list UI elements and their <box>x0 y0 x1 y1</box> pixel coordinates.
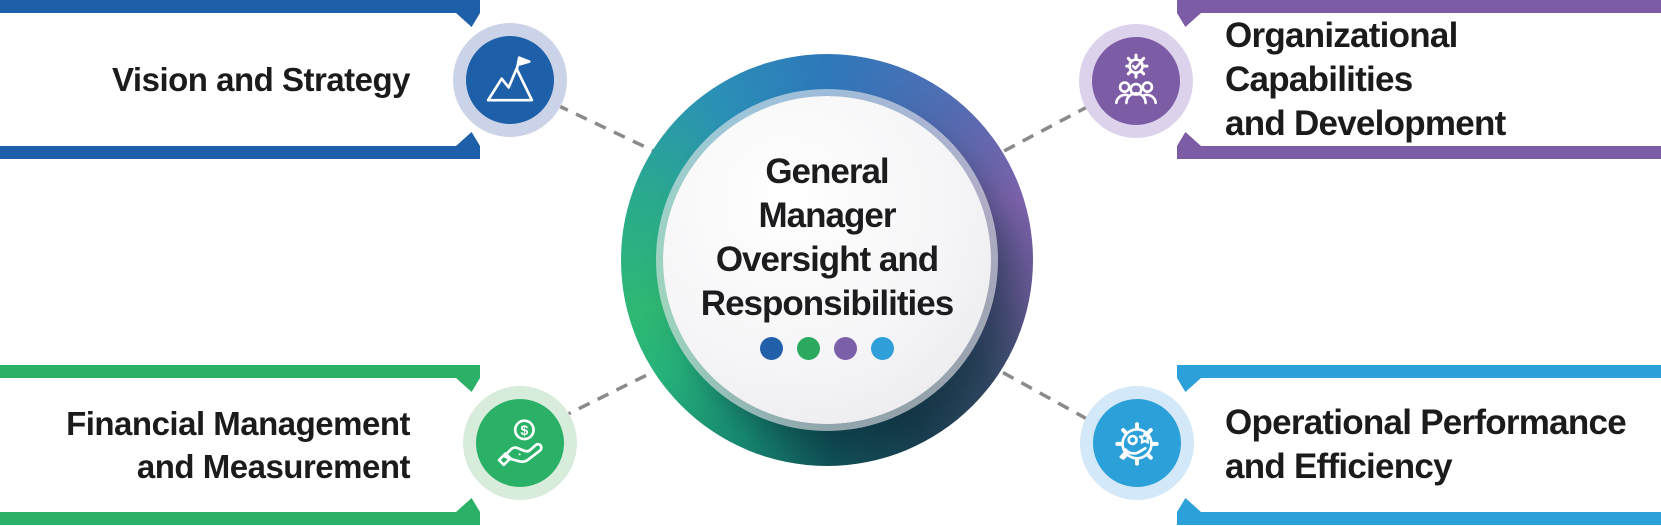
mountain-peaks <box>486 67 534 102</box>
badge-core <box>1093 399 1181 487</box>
label-line: and Measurement <box>136 448 411 485</box>
center-title-line: Responsibilities <box>700 284 954 323</box>
sleeve <box>497 452 512 467</box>
person-right-head <box>1141 81 1154 93</box>
badge-organizational <box>1079 24 1193 138</box>
ribbon-vision-strategy: Vision and Strategy <box>0 0 480 159</box>
label-organizational-capabilities: Organizational Capabilities and Developm… <box>1225 13 1645 146</box>
label-line: and Development <box>1225 103 1506 143</box>
ribbon-operational-performance: Operational Performance and Efficiency <box>1177 365 1661 525</box>
dot-purple <box>834 337 857 360</box>
ribbon-bar-bottom <box>1177 146 1661 159</box>
label-vision-strategy: Vision and Strategy <box>0 13 410 146</box>
label-operational-performance: Operational Performance and Efficiency <box>1225 378 1645 512</box>
label-line: Financial Management <box>66 405 410 442</box>
person-center-body <box>1125 91 1147 105</box>
dollar-coin <box>513 419 535 441</box>
dot-green <box>797 337 820 360</box>
hand-wrist <box>1119 451 1126 459</box>
badge-core <box>466 36 554 124</box>
dot-lightblue <box>871 337 894 360</box>
center-disc: General Manager Oversight and Responsibi… <box>663 96 991 424</box>
ribbon-bar-bottom <box>1177 512 1661 525</box>
ribbon-bar-top <box>1177 365 1661 378</box>
person-left-head <box>1118 81 1131 93</box>
ribbon-bar-top <box>0 365 480 378</box>
label-line: and Efficiency <box>1225 447 1453 486</box>
label-financial-management: Financial Management and Measurement <box>0 378 410 512</box>
center-title-line: Manager <box>758 196 897 235</box>
connector-top-left <box>556 103 657 154</box>
connector-top-right <box>1003 104 1090 153</box>
dollar-sign: $ <box>520 422 528 438</box>
gear-teeth <box>1115 422 1159 466</box>
ribbon-bar-bottom <box>0 512 480 525</box>
gear-teeth <box>1125 53 1149 79</box>
badge-financial: $ <box>463 386 577 500</box>
badge-vision <box>453 23 567 137</box>
connector-bottom-right <box>1001 370 1088 421</box>
palm-dot <box>518 453 521 456</box>
dot-blue <box>760 337 783 360</box>
ribbon-organizational-capabilities: Organizational Capabilities and Developm… <box>1177 0 1661 159</box>
person-left-body <box>1115 93 1130 105</box>
mountain-flag-icon <box>486 56 534 102</box>
connector-bottom-left <box>559 367 660 420</box>
team-gear-check-icon <box>1115 53 1157 105</box>
badge-core: $ <box>476 399 564 487</box>
ribbon-bar-top <box>1177 0 1661 13</box>
badge-operational <box>1080 386 1194 500</box>
check-mark <box>1131 62 1142 70</box>
ribbon-bar-top <box>0 0 480 13</box>
label-line: Vision and Strategy <box>112 61 410 98</box>
center-title: General Manager Oversight and Responsibi… <box>700 150 954 326</box>
supporting-hand <box>1124 446 1147 455</box>
flag-pennant <box>517 56 531 66</box>
label-line: Operational Performance <box>1225 403 1627 442</box>
star <box>1138 431 1151 444</box>
center-gradient-ring: General Manager Oversight and Responsibi… <box>621 54 1033 466</box>
center-title-line: General <box>765 152 889 191</box>
badge-core <box>1092 37 1180 125</box>
ribbon-bar-bottom <box>0 146 480 159</box>
person-right-body <box>1142 93 1157 105</box>
color-dots <box>760 337 894 360</box>
hand-dollar-coin-icon: $ <box>497 419 543 467</box>
ribbon-financial-management: Financial Management and Measurement <box>0 365 480 525</box>
person-head <box>1127 434 1138 446</box>
gear-person-star-icon <box>1115 422 1159 466</box>
center-title-line: Oversight and <box>715 240 939 279</box>
open-hand <box>502 442 543 463</box>
label-line: Organizational Capabilities <box>1225 15 1458 99</box>
